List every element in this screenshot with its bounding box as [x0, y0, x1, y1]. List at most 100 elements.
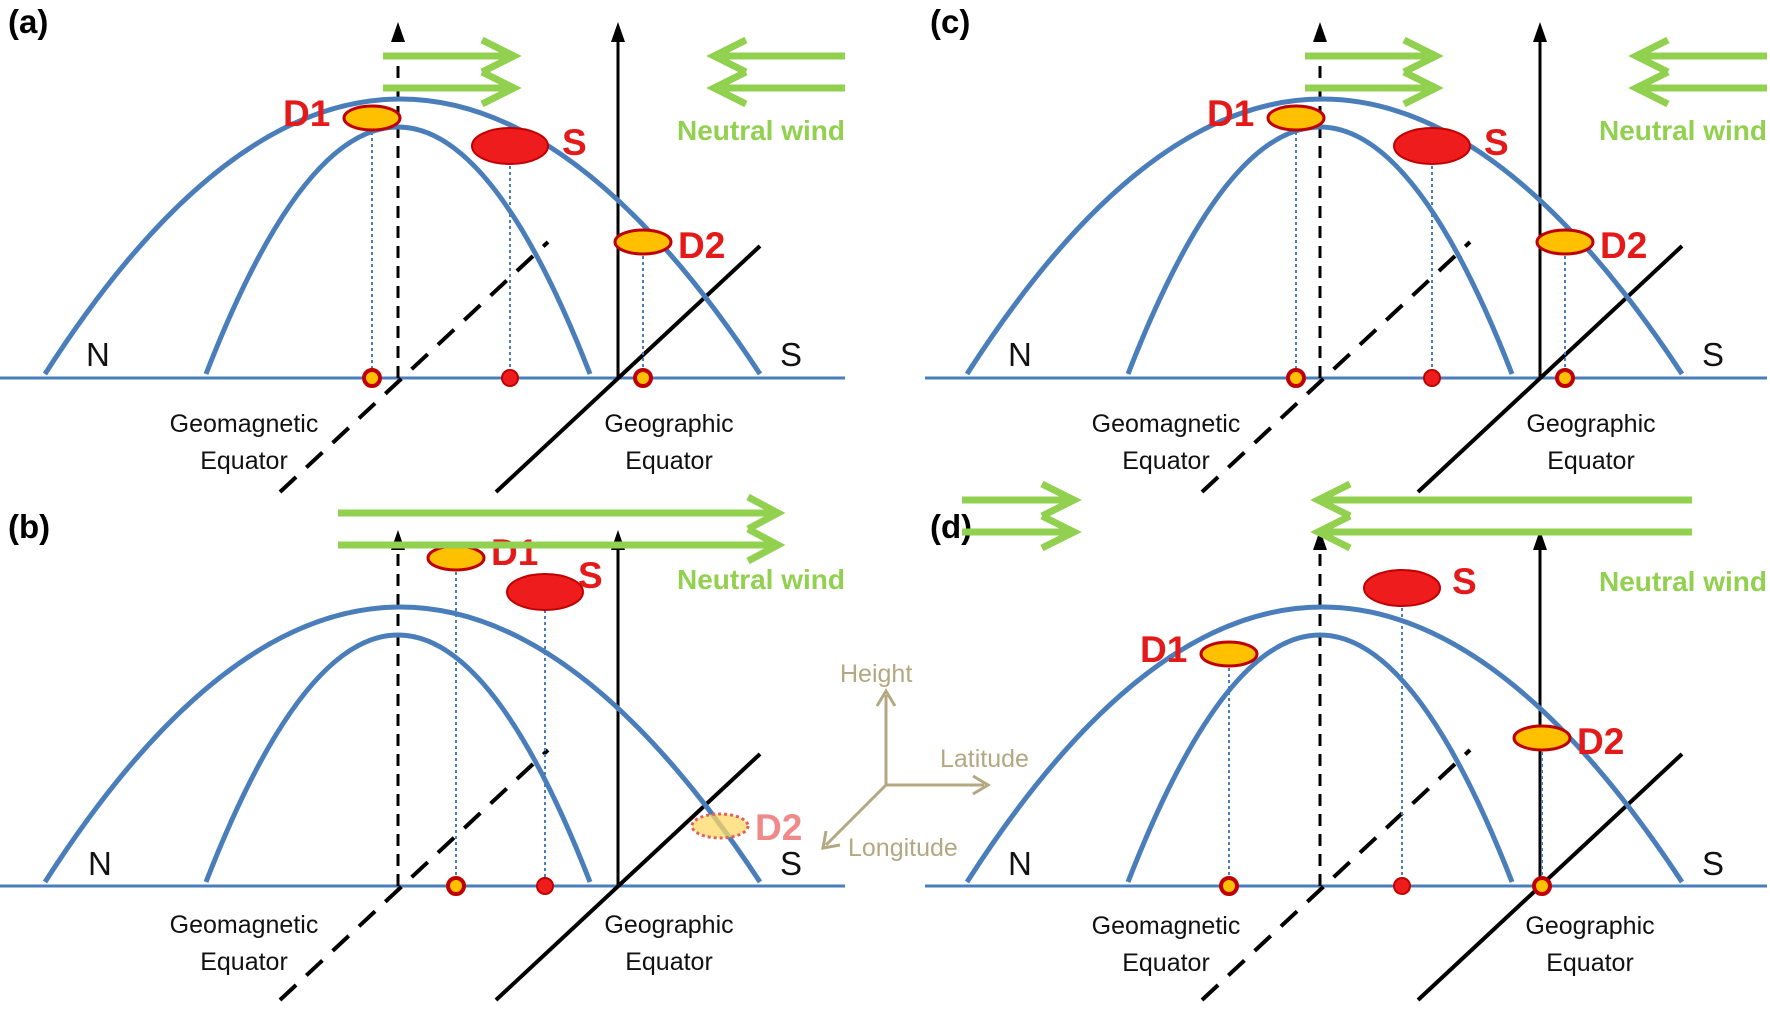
- panel-body: D1 S D2 N S Geomagnetic Equator Geograph…: [925, 480, 1767, 1002]
- foot-point-d1: [1286, 368, 1306, 388]
- blob-d1: [1266, 104, 1326, 132]
- panel-c: (c) D1 S D2 N S Geomagnetic: [925, 3, 1767, 494]
- panel-label: (b): [8, 508, 50, 545]
- latitude-label: Latitude: [940, 745, 1029, 773]
- foot-point-d1: [362, 368, 382, 388]
- inner-field-line: [1125, 124, 1515, 375]
- geographic-label-line1: Geographic: [1525, 912, 1654, 940]
- foot-point-d2: [1532, 876, 1552, 896]
- panel-a: (a): [0, 3, 845, 494]
- double-arrow-icon: [1310, 480, 1692, 552]
- label-s: S: [1452, 561, 1477, 602]
- blob-s: [471, 127, 549, 165]
- outer-field-line: [964, 604, 1685, 884]
- geographic-equator-line: [1416, 244, 1684, 494]
- blob-d2: [613, 228, 673, 256]
- inner-field-line: [203, 124, 593, 375]
- double-arrow-icon: [706, 36, 845, 108]
- wind-label: Neutral wind: [677, 115, 845, 146]
- geographic-label-line2: Equator: [625, 948, 713, 976]
- double-arrow-icon: [1305, 36, 1444, 108]
- blob-s: [506, 573, 584, 611]
- geographic-equator-line: [494, 244, 762, 494]
- foot-point-d2: [1555, 368, 1575, 388]
- double-arrow-icon: [1628, 36, 1767, 108]
- panel-body: D1 S D2 N S Geomagnetic Equator Geograph…: [0, 493, 845, 1002]
- blob-d1: [1199, 640, 1259, 668]
- panel-d: (d) D1 S D2 N S Geomagnetic: [925, 480, 1767, 1002]
- panel-body: D1 S D2 N S Geomagnetic Equator Geograph…: [0, 22, 845, 494]
- arrow-icon: [1313, 530, 1327, 550]
- north-label: N: [1008, 336, 1032, 373]
- geomagnetic-label-line2: Equator: [200, 447, 288, 475]
- geomagnetic-label-line1: Geomagnetic: [170, 410, 319, 438]
- arrow-icon: [1313, 22, 1327, 42]
- geographic-label-line2: Equator: [1546, 949, 1634, 977]
- wind-label: Neutral wind: [1599, 115, 1767, 146]
- south-label: S: [780, 845, 802, 882]
- outer-field-line: [42, 604, 763, 884]
- label-s: S: [562, 122, 587, 163]
- label-d2: D2: [1600, 225, 1647, 266]
- geomagnetic-equator-line: [278, 748, 550, 1002]
- arrow-icon: [821, 830, 841, 850]
- label-d1: D1: [1207, 93, 1254, 134]
- south-label: S: [1702, 336, 1724, 373]
- blob-d1: [426, 544, 486, 572]
- geomagnetic-equator-line: [278, 240, 550, 494]
- arrow-icon: [391, 22, 405, 42]
- arrow-icon: [1533, 22, 1547, 42]
- foot-point-s: [501, 369, 519, 387]
- geomagnetic-label-line2: Equator: [1122, 949, 1210, 977]
- north-label: N: [88, 845, 112, 882]
- geographic-label-line1: Geographic: [604, 410, 733, 438]
- foot-point-s: [1423, 369, 1441, 387]
- double-arrow-icon: [962, 480, 1082, 552]
- label-s: S: [1484, 122, 1509, 163]
- label-d2: D2: [1577, 721, 1624, 762]
- geomagnetic-label-line1: Geomagnetic: [170, 911, 319, 939]
- panel-b: (b) D1 S D2 N S Geomagnetic Equator: [0, 493, 845, 1002]
- longitude-label: Longitude: [848, 834, 958, 862]
- panel-label: (d): [930, 508, 972, 545]
- coordinate-axes-legend: [821, 688, 991, 850]
- blob-d2: [1512, 724, 1572, 752]
- north-label: N: [86, 336, 110, 373]
- geomagnetic-label-line1: Geomagnetic: [1092, 410, 1241, 438]
- south-label: S: [780, 336, 802, 373]
- panel-label: (a): [8, 3, 48, 40]
- geographic-equator-line: [1416, 752, 1684, 1002]
- arrow-icon: [611, 22, 625, 42]
- geomagnetic-equator-line: [1200, 240, 1472, 494]
- geomagnetic-label-line2: Equator: [200, 948, 288, 976]
- blob-d1: [342, 104, 402, 132]
- height-label: Height: [840, 660, 912, 688]
- blob-s: [1363, 569, 1441, 607]
- foot-point-d1: [1219, 876, 1239, 896]
- label-d1: D1: [283, 93, 330, 134]
- label-d2: D2: [678, 225, 725, 266]
- blob-d2-faded: [690, 812, 750, 840]
- wind-label: Neutral wind: [1599, 566, 1767, 597]
- geomagnetic-label-line2: Equator: [1122, 447, 1210, 475]
- label-d1: D1: [1140, 629, 1187, 670]
- south-label: S: [1702, 845, 1724, 882]
- panel-body: D1 S D2 N S Geomagnetic Equator Geograph…: [925, 22, 1767, 494]
- foot-point-s: [536, 877, 554, 895]
- label-s: S: [578, 555, 603, 596]
- blob-d2: [1535, 228, 1595, 256]
- geomagnetic-equator-line: [1200, 748, 1472, 1002]
- north-label: N: [1008, 845, 1032, 882]
- blob-s: [1393, 127, 1471, 165]
- arrow-icon: [1533, 530, 1547, 550]
- geographic-label-line1: Geographic: [604, 911, 733, 939]
- panel-label: (c): [930, 3, 970, 40]
- geographic-label-line1: Geographic: [1526, 410, 1655, 438]
- geographic-label-line2: Equator: [1547, 447, 1635, 475]
- inner-field-line: [203, 632, 593, 883]
- arrow-icon: [972, 774, 991, 796]
- inner-field-line: [1125, 632, 1515, 883]
- foot-point-d1: [446, 876, 466, 896]
- arrow-icon: [875, 688, 897, 707]
